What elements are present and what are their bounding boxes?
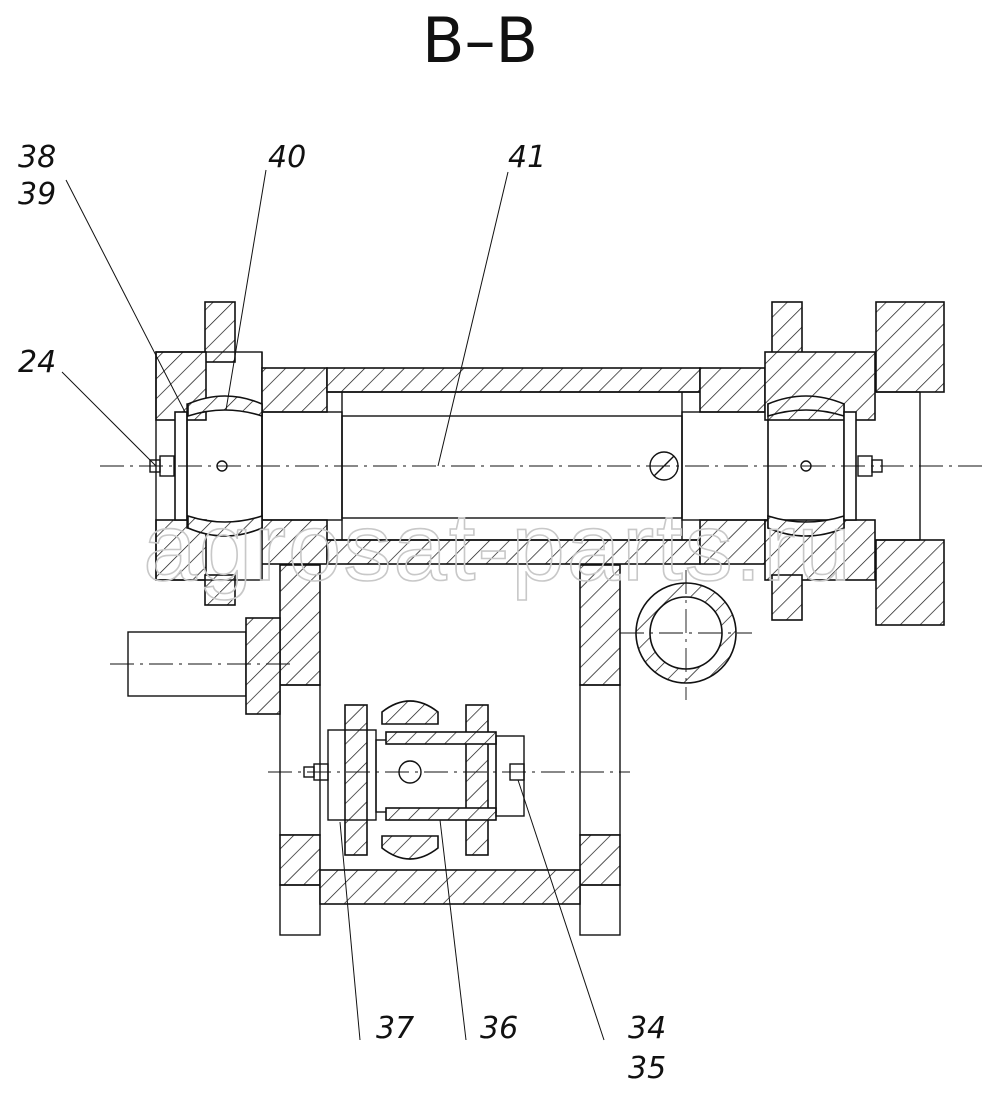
leader-lines bbox=[61, 169, 605, 1041]
callout-34: 34 bbox=[628, 1011, 666, 1046]
watermark: agrosat-parts.ru bbox=[143, 494, 853, 601]
callout-38: 38 bbox=[18, 140, 56, 175]
side-round-bar bbox=[620, 570, 752, 700]
callout-35: 35 bbox=[628, 1051, 666, 1086]
callout-36: 36 bbox=[480, 1011, 518, 1046]
upper-shaft-assembly bbox=[100, 301, 985, 626]
callout-40: 40 bbox=[268, 140, 306, 175]
callout-37: 37 bbox=[376, 1011, 414, 1046]
callout-24: 24 bbox=[18, 345, 56, 380]
callout-39: 39 bbox=[18, 177, 56, 212]
section-title: B–B bbox=[422, 4, 538, 77]
callout-41: 41 bbox=[508, 140, 546, 175]
lower-frame-assembly bbox=[110, 564, 630, 936]
